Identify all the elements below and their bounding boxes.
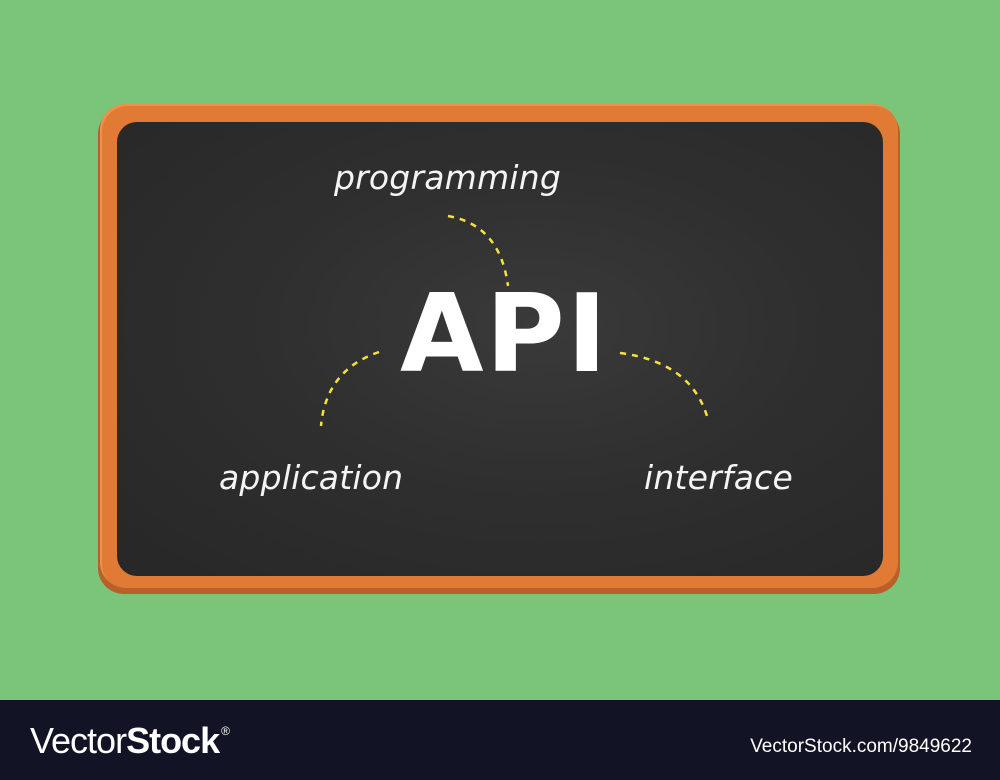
- vectorstock-logo: VectorStock®: [30, 720, 230, 762]
- registered-mark: ®: [221, 724, 230, 738]
- word-interface: interface: [644, 458, 793, 497]
- blackboard: [117, 122, 883, 576]
- dashed-connector-arcs: [319, 214, 709, 427]
- logo-light-text: Vector: [30, 720, 127, 761]
- word-application: application: [219, 458, 404, 497]
- arc-interface: [619, 351, 709, 417]
- arc-application: [319, 350, 380, 427]
- api-title: API: [400, 272, 609, 397]
- watermark-footer: VectorStock® VectorStock.com/9849622: [0, 700, 1000, 780]
- logo-bold-text: Stock: [126, 720, 220, 761]
- arc-programming: [447, 214, 510, 287]
- illustration: programming API application interface: [98, 104, 900, 594]
- word-programming: programming: [334, 158, 561, 197]
- image-url: VectorStock.com/9849622: [750, 736, 972, 757]
